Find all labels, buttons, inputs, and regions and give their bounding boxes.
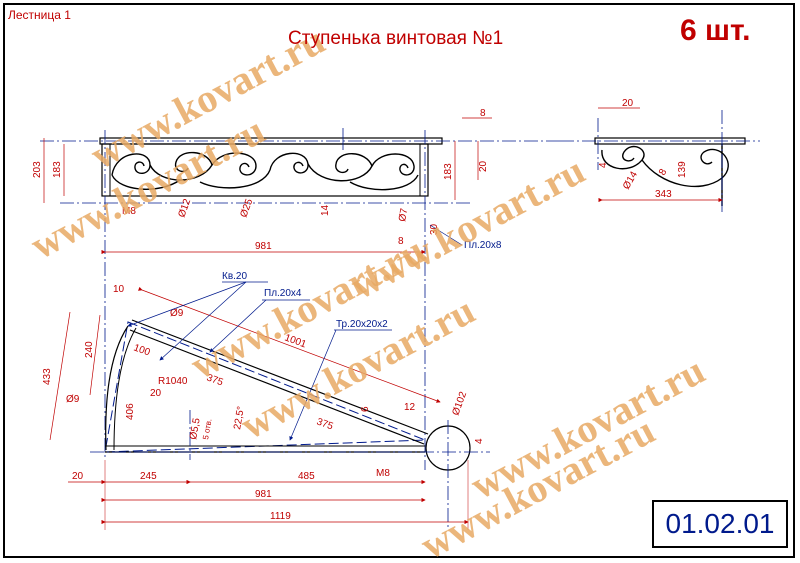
plan-dim-holes: 5 отв. [201, 418, 214, 440]
side-dim-8: 8 [657, 167, 670, 178]
scroll-ornament [111, 151, 419, 191]
plan-dim-phi102: Ø102 [450, 390, 469, 417]
side-dim-4: 4 [598, 162, 609, 168]
plan-dim-20-mid: 20 [150, 388, 162, 399]
dim-183-left: 183 [52, 161, 63, 178]
drawing-code: 01.02.01 [665, 508, 775, 539]
plan-dim-100: 100 [132, 342, 152, 358]
sheet-frame [3, 3, 795, 558]
dim-phi7: Ø7 [397, 207, 410, 222]
dim-981-top: 981 [255, 241, 272, 252]
side-elevation: 20 4 Ø14 8 139 343 [560, 98, 760, 212]
plan-dim-12: 12 [404, 402, 416, 413]
plan-dim-375-b: 375 [315, 416, 335, 432]
plan-dim-m8: M8 [376, 468, 390, 479]
watermarks: www.kovart.ru www.kovart.ru www.kovart.r… [23, 17, 712, 563]
side-dim-139: 139 [677, 161, 688, 178]
label-kv20: Кв.20 [222, 271, 247, 282]
dim-8-bottom: 8 [398, 236, 404, 247]
plan-dim-10: 10 [113, 284, 125, 295]
dim-8-top: 8 [480, 108, 486, 119]
label-pl20x8: Пл.20х8 [464, 240, 502, 251]
quantity: 6 шт. [680, 14, 751, 47]
plan-dim-4: 4 [474, 438, 485, 444]
dim-phi12: Ø12 [176, 197, 193, 219]
plan-dim-406: 406 [125, 403, 136, 420]
plan-dim-245: 245 [140, 471, 157, 482]
plan-dim-240: 240 [84, 341, 95, 358]
part-title: Ступенька винтовая №1 [288, 28, 504, 49]
plan-dim-phi5-5: Ø5,5 [188, 417, 203, 441]
plan-dim-1119: 1119 [270, 511, 291, 522]
side-dim-343: 343 [655, 189, 672, 200]
sheet-title: Лестница 1 [8, 8, 71, 22]
dim-20-right: 20 [478, 160, 489, 172]
plan-dim-485: 485 [298, 471, 315, 482]
drawing-code-box: 01.02.01 [652, 500, 788, 548]
plan-dim-433: 433 [42, 368, 53, 385]
side-dim-20: 20 [622, 98, 634, 109]
side-dim-phi14: Ø14 [621, 169, 640, 191]
plan-dim-r1040: R1040 [158, 376, 188, 387]
plan-dim-6: 6 [360, 406, 371, 412]
plan-dim-20-bottom: 20 [72, 471, 84, 482]
dim-30: 30 [429, 223, 440, 235]
plan-dim-phi9-left: Ø9 [66, 394, 80, 405]
dim-m8: M8 [122, 206, 136, 217]
plan-dim-angle: 22,5° [232, 405, 247, 430]
watermark-4: www.kovart.ru [343, 147, 592, 308]
dim-203: 203 [32, 161, 43, 178]
label-pl20x4: Пл.20х4 [264, 288, 302, 299]
dim-phi25: Ø25 [238, 197, 255, 219]
label-tr20x20x2: Тр.20х20х2 [336, 319, 388, 330]
front-elevation: 203 183 183 20 8 M8 Ø12 Ø25 14 Ø7 8 30 9… [32, 108, 560, 470]
dim-14: 14 [320, 204, 331, 216]
dim-183-right: 183 [443, 163, 454, 180]
plan-dim-981: 981 [255, 489, 272, 500]
